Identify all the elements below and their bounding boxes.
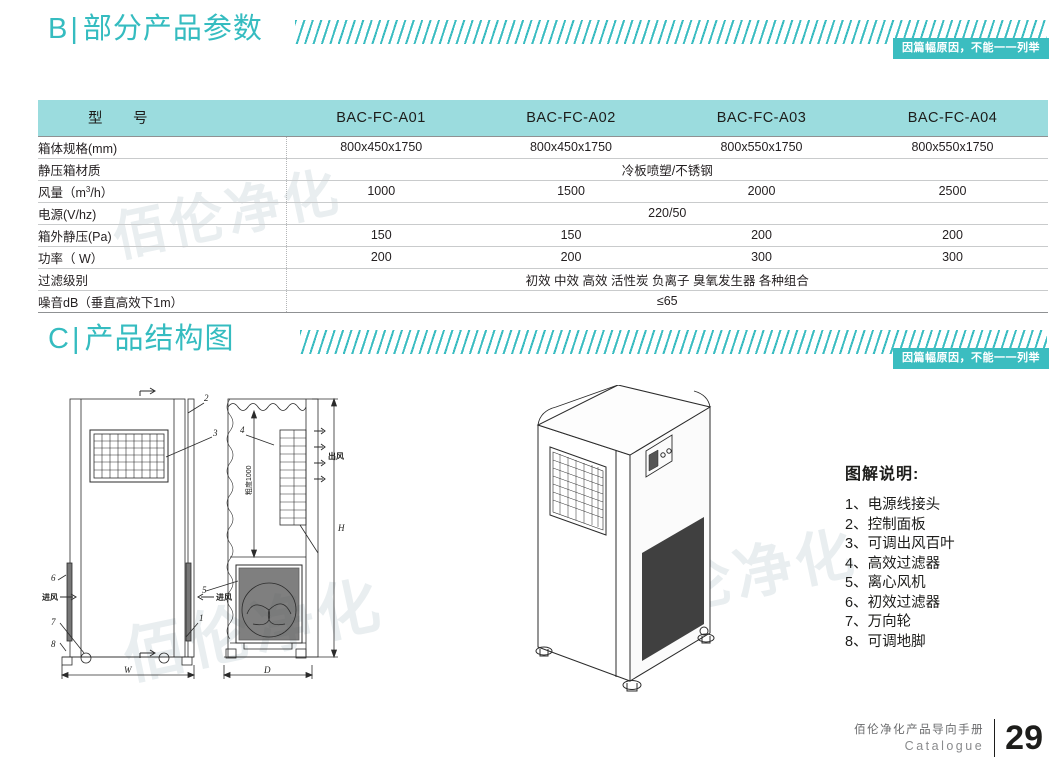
label-air-in-left: 进风: [42, 592, 58, 602]
table-row: 箱体规格(mm) 800x450x1750 800x450x1750 800x550x…: [38, 136, 1048, 158]
callout-1-front: 1: [199, 613, 204, 623]
callout-3-front: 3: [212, 428, 218, 438]
spec-row-label: 电源(V/hz): [38, 202, 287, 224]
isometric-view: [535, 385, 715, 692]
title-divider-bar: |: [70, 13, 79, 45]
legend-item: 6、初效过滤器: [845, 594, 941, 611]
legend-item: 7、万向轮: [845, 614, 912, 630]
spec-row-value: 300: [942, 250, 963, 264]
section-b-title: B|部分产品参数: [48, 8, 263, 50]
spec-col-header-a01: BAC-FC-A01: [286, 100, 476, 136]
section-c-header: C|产品结构图 因篇幅原因，不能一一列举: [0, 318, 1057, 369]
spec-col-header-a03: BAC-FC-A03: [666, 100, 857, 136]
spec-row-label: 静压箱材质: [38, 158, 287, 180]
spec-row-value: 800x450x1750: [529, 140, 613, 154]
table-row: 箱外静压(Pa) 150 150 200 200: [38, 224, 1048, 246]
table-row: 静压箱材质 冷板喷塑/不锈钢: [38, 158, 1048, 180]
legend-item: 3、可调出风百叶: [845, 536, 955, 552]
label-air-out: 出风: [328, 451, 344, 461]
section-b-badge: 因篇幅原因，不能一一列举: [893, 38, 1049, 59]
spec-row-value-merged: 初效 中效 高效 活性炭 负离子 臭氧发生器 各种组合: [525, 273, 809, 288]
spec-row-value: 300: [751, 250, 772, 264]
spec-row-value: 200: [751, 228, 772, 242]
section-b-header: B|部分产品参数 因篇幅原因，不能一一列举: [0, 8, 1057, 59]
product-structure-drawing: 2 3 6 7 8 1 5 4 进风 进风 出风 粗度1000 W D H: [38, 385, 828, 695]
spec-row-value-merged: 220/50: [648, 206, 687, 220]
spec-table-header-row: 型 号 BAC-FC-A01 BAC-FC-A02 BAC-FC-A03 BAC…: [38, 100, 1048, 136]
spec-row-value: 1500: [557, 184, 585, 198]
callout-8-front: 8: [51, 639, 56, 649]
table-row: 噪音dB（垂直高效下1m） ≤65: [38, 290, 1048, 312]
spec-col-header-model: 型 号: [38, 100, 286, 136]
callout-4-section: 4: [240, 425, 245, 435]
callout-6-front: 6: [51, 573, 56, 583]
section-view: [205, 397, 338, 679]
spec-row-label: 风量（m3/h）: [38, 180, 287, 202]
legend-item: 4、高效过滤器: [845, 555, 941, 572]
table-row: 电源(V/hz) 220/50: [38, 202, 1048, 224]
spec-table-wrapper: 型 号 BAC-FC-A01 BAC-FC-A02 BAC-FC-A03 BAC…: [38, 100, 1048, 313]
dim-label-w: W: [124, 665, 133, 675]
spec-row-label: 过滤级别: [38, 268, 287, 290]
label-air-in-right: 进风: [216, 592, 232, 602]
spec-row-value: 150: [370, 228, 392, 242]
section-c-title-text: 产品结构图: [84, 323, 235, 355]
label-height-note: 粗度1000: [244, 465, 253, 495]
section-c-title: C|产品结构图: [48, 318, 235, 360]
footer-divider: [994, 719, 996, 757]
spec-row-value: 2500: [938, 184, 967, 198]
table-row: 过滤级别 初效 中效 高效 活性炭 负离子 臭氧发生器 各种组合: [38, 268, 1048, 290]
callout-2-front: 2: [204, 393, 209, 403]
footer-text: 佰伦净化产品导向手册 Catalogue: [854, 723, 984, 754]
page-number: 29: [1005, 719, 1043, 757]
spec-row-value: 2000: [747, 184, 776, 198]
spec-table-body: 箱体规格(mm) 800x450x1750 800x450x1750 800x550x…: [38, 136, 1048, 312]
spec-row-value: 800x450x1750: [340, 140, 423, 154]
footer-line-en: Catalogue: [904, 738, 985, 753]
legend-item: 5、离心风机: [845, 575, 926, 591]
footer-line-cn: 佰伦净化产品导向手册: [854, 723, 985, 736]
legend-panel: 图解说明: 1、电源线接头 2、控制面板 3、可调出风百叶 4、高效过滤器 5、离心风机…: [845, 460, 1045, 652]
spec-row-value: 200: [370, 250, 392, 264]
table-row: 风量（m3/h） 1000 1500 2000 2500: [38, 180, 1048, 202]
spec-row-label: 功率（ W）: [38, 246, 287, 268]
callout-7-front: 7: [51, 617, 56, 627]
dim-label-h: H: [337, 523, 345, 533]
spec-col-header-a04: BAC-FC-A04: [857, 100, 1048, 136]
section-c-letter: C: [48, 323, 70, 355]
spec-col-header-a02: BAC-FC-A02: [476, 100, 666, 136]
spec-row-label: 噪音dB（垂直高效下1m）: [38, 290, 287, 312]
spec-row-value-merged: 冷板喷塑/不锈钢: [621, 163, 713, 178]
spec-row-value: 200: [560, 250, 582, 264]
legend-item: 1、电源线接头: [845, 497, 941, 513]
legend-item: 2、控制面板: [845, 516, 926, 533]
dim-label-d: D: [263, 665, 271, 675]
legend-list: 1、电源线接头 2、控制面板 3、可调出风百叶 4、高效过滤器 5、离心风机 6、初效过滤…: [845, 496, 1045, 652]
section-c-badge: 因篇幅原因，不能一一列举: [893, 348, 1049, 369]
spec-row-label: 箱体规格(mm): [38, 136, 287, 158]
section-b-title-text: 部分产品参数: [82, 13, 263, 45]
spec-row-value: 800x550x1750: [911, 140, 994, 154]
section-b-letter: B: [48, 13, 69, 45]
spec-row-value-merged: ≤65: [656, 294, 678, 308]
spec-table: 型 号 BAC-FC-A01 BAC-FC-A02 BAC-FC-A03 BAC…: [38, 100, 1048, 313]
spec-row-value: 200: [942, 228, 963, 242]
spec-row-value: 150: [560, 228, 582, 242]
spec-row-value: 1000: [367, 184, 396, 198]
callout-5-section: 5: [202, 585, 207, 595]
page-footer: 佰伦净化产品导向手册 Catalogue 29: [854, 719, 1043, 757]
legend-title: 图解说明:: [845, 466, 920, 483]
spec-row-label: 箱外静压(Pa): [38, 224, 287, 246]
legend-item: 8、可调地脚: [845, 633, 926, 650]
spec-row-value: 800x550x1750: [720, 140, 803, 154]
front-view: [57, 387, 214, 679]
title-divider-bar-c: |: [71, 323, 81, 355]
table-row: 功率（ W） 200 200 300 300: [38, 246, 1048, 268]
